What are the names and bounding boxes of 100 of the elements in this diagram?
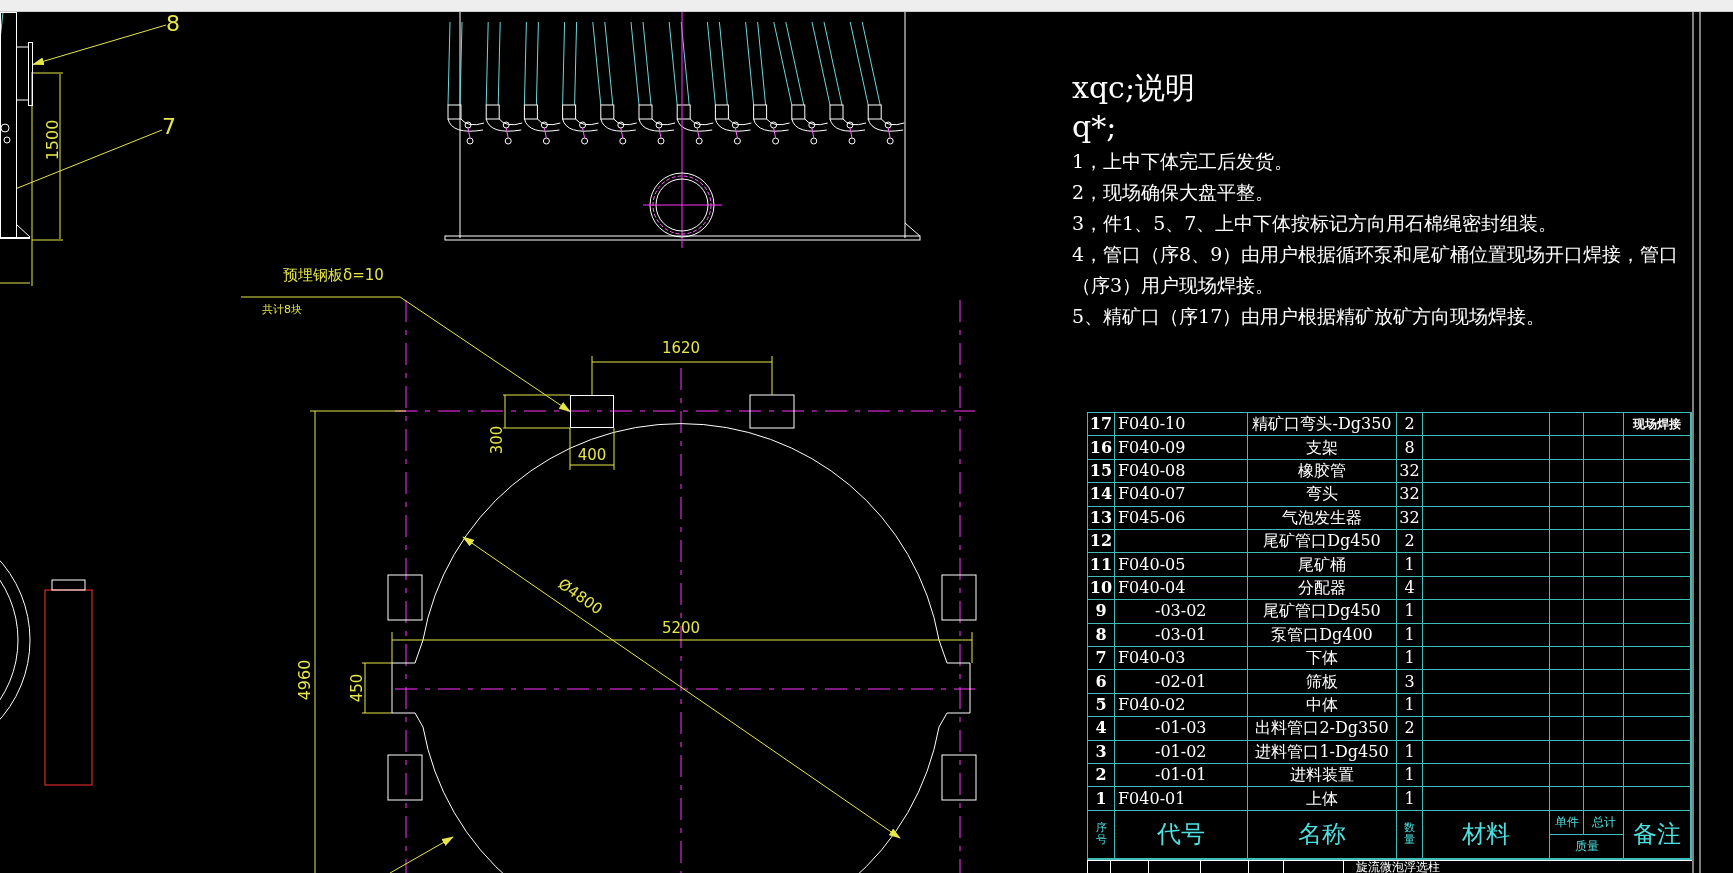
column-header: 数量 (1404, 822, 1415, 847)
part-code: -01-03 (1155, 720, 1207, 737)
part-name: 尾矿管口Dg450 (1263, 603, 1381, 620)
row-number: 11 (1089, 556, 1113, 573)
part-name: 气泡发生器 (1282, 509, 1362, 526)
row-number: 2 (1095, 767, 1107, 784)
part-name: 支架 (1306, 439, 1338, 456)
column-header: 总计 (1591, 816, 1616, 829)
part-code: -01-01 (1155, 767, 1207, 784)
part-name: 弯头 (1306, 486, 1338, 503)
part-code: F040-09 (1118, 439, 1186, 456)
row-number: 13 (1089, 509, 1113, 526)
part-code: F040-03 (1118, 650, 1186, 667)
notes-subheading: q*; (1072, 108, 1118, 146)
part-code: F045-06 (1118, 509, 1186, 526)
row-number: 1 (1095, 790, 1107, 807)
part-code: F040-04 (1118, 580, 1186, 596)
dimension-text: 400 (577, 447, 607, 463)
row-number: 4 (1095, 720, 1107, 737)
row-number: 9 (1095, 603, 1107, 620)
note-text: 5、精矿口（序17）由用户根据精矿放矿方向现场焊接。 (1072, 304, 1547, 329)
quantity: 1 (1404, 556, 1415, 573)
leader-line (240, 296, 571, 413)
quantity: 1 (1404, 743, 1415, 760)
row-number: 14 (1089, 486, 1113, 503)
dimension-text: 1620 (661, 340, 701, 356)
part-code: -03-01 (1155, 626, 1207, 643)
part-name: 上体 (1306, 790, 1338, 807)
part-code: F040-10 (1118, 416, 1186, 433)
column-header: 单件 (1554, 816, 1579, 829)
quantity: 32 (1399, 486, 1420, 503)
part-code: -01-02 (1155, 743, 1207, 760)
part-name: 出料管口2-Dg350 (1255, 720, 1389, 737)
part-code: F040-02 (1118, 697, 1186, 713)
note-text: 3，件1、5、7、上中下体按标记方向用石棉绳密封组装。 (1072, 211, 1559, 236)
embedded-plate (570, 395, 614, 428)
quantity: 1 (1404, 767, 1415, 784)
part-code: F040-05 (1118, 556, 1186, 573)
row-number: 7 (1095, 650, 1107, 667)
dimension-text: 5200 (661, 620, 701, 636)
quantity: 2 (1404, 720, 1415, 737)
column-header: 质量 (1574, 840, 1599, 853)
part-name: 尾矿管口Dg450 (1263, 533, 1381, 550)
remark: 现场焊接 (1633, 418, 1681, 431)
column-header: 名称 (1298, 822, 1346, 847)
quantity: 1 (1404, 650, 1415, 667)
column-header: 代号 (1157, 822, 1205, 847)
quantity: 3 (1404, 673, 1415, 690)
part-name: 中体 (1306, 697, 1338, 713)
row-number: 3 (1095, 743, 1107, 760)
part-name: 泵管口Dg400 (1271, 626, 1373, 643)
note-text: 1，上中下体完工后发货。 (1072, 149, 1295, 174)
part-name: 分配器 (1298, 580, 1346, 596)
quantity: 1 (1404, 790, 1415, 807)
row-number: 10 (1089, 580, 1113, 596)
dimension-text: 450 (349, 673, 365, 703)
note-text: 2，现场确保大盘平整。 (1072, 180, 1276, 205)
part-name: 尾矿桶 (1298, 556, 1346, 573)
row-number: 17 (1089, 416, 1113, 433)
part-code: F040-07 (1118, 486, 1186, 503)
quantity: 2 (1404, 416, 1415, 433)
part-code: F040-01 (1118, 790, 1186, 807)
part-name: 下体 (1306, 650, 1338, 667)
row-number: 16 (1089, 439, 1113, 456)
quantity: 1 (1404, 603, 1415, 620)
column-header: 序号 (1095, 822, 1107, 847)
quantity: 8 (1404, 439, 1415, 456)
part-name: 橡胶管 (1298, 463, 1346, 479)
row-number: 6 (1095, 673, 1107, 690)
part-name: 精矿口弯头-Dg350 (1252, 416, 1392, 433)
callout-label: 7 (162, 114, 176, 139)
quantity: 32 (1399, 509, 1420, 526)
quantity: 2 (1404, 533, 1415, 550)
drawing-title: 旋流微泡浮选柱 (1356, 861, 1440, 873)
note-text: 4，管口（序8、9）由用户根据循环泵和尾矿桶位置现场开口焊接，管口（序3）用户现场焊接。 (1072, 242, 1680, 298)
dimension-text: 1500 (45, 119, 61, 161)
row-number: 8 (1095, 626, 1107, 643)
part-code: F040-08 (1118, 463, 1186, 479)
leader-line (32, 24, 167, 66)
callout-label: 预埋钢板δ=10 (283, 266, 384, 284)
column-header: 备注 (1633, 822, 1681, 847)
part-code: -02-01 (1155, 673, 1207, 690)
note-text: 共计8块 (262, 304, 302, 315)
row-number: 12 (1089, 533, 1113, 550)
dimension-text: 300 (489, 425, 505, 455)
dimension-text: 4960 (297, 659, 313, 701)
flange (28, 42, 33, 106)
row-number: 5 (1095, 697, 1107, 713)
column-body (0, 12, 17, 238)
column-header: 材料 (1462, 822, 1510, 847)
part-name: 筛板 (1306, 673, 1338, 690)
part-name: 进料管口1-Dg450 (1255, 743, 1389, 760)
quantity: 32 (1399, 463, 1420, 479)
callout-label: 8 (166, 11, 180, 36)
part-code: -03-02 (1155, 603, 1207, 620)
part-name: 进料装置 (1290, 767, 1354, 784)
row-number: 15 (1089, 463, 1113, 479)
leader-line (16, 129, 163, 189)
notes-heading: xqc;说明 (1072, 69, 1197, 107)
quantity: 1 (1404, 626, 1415, 643)
